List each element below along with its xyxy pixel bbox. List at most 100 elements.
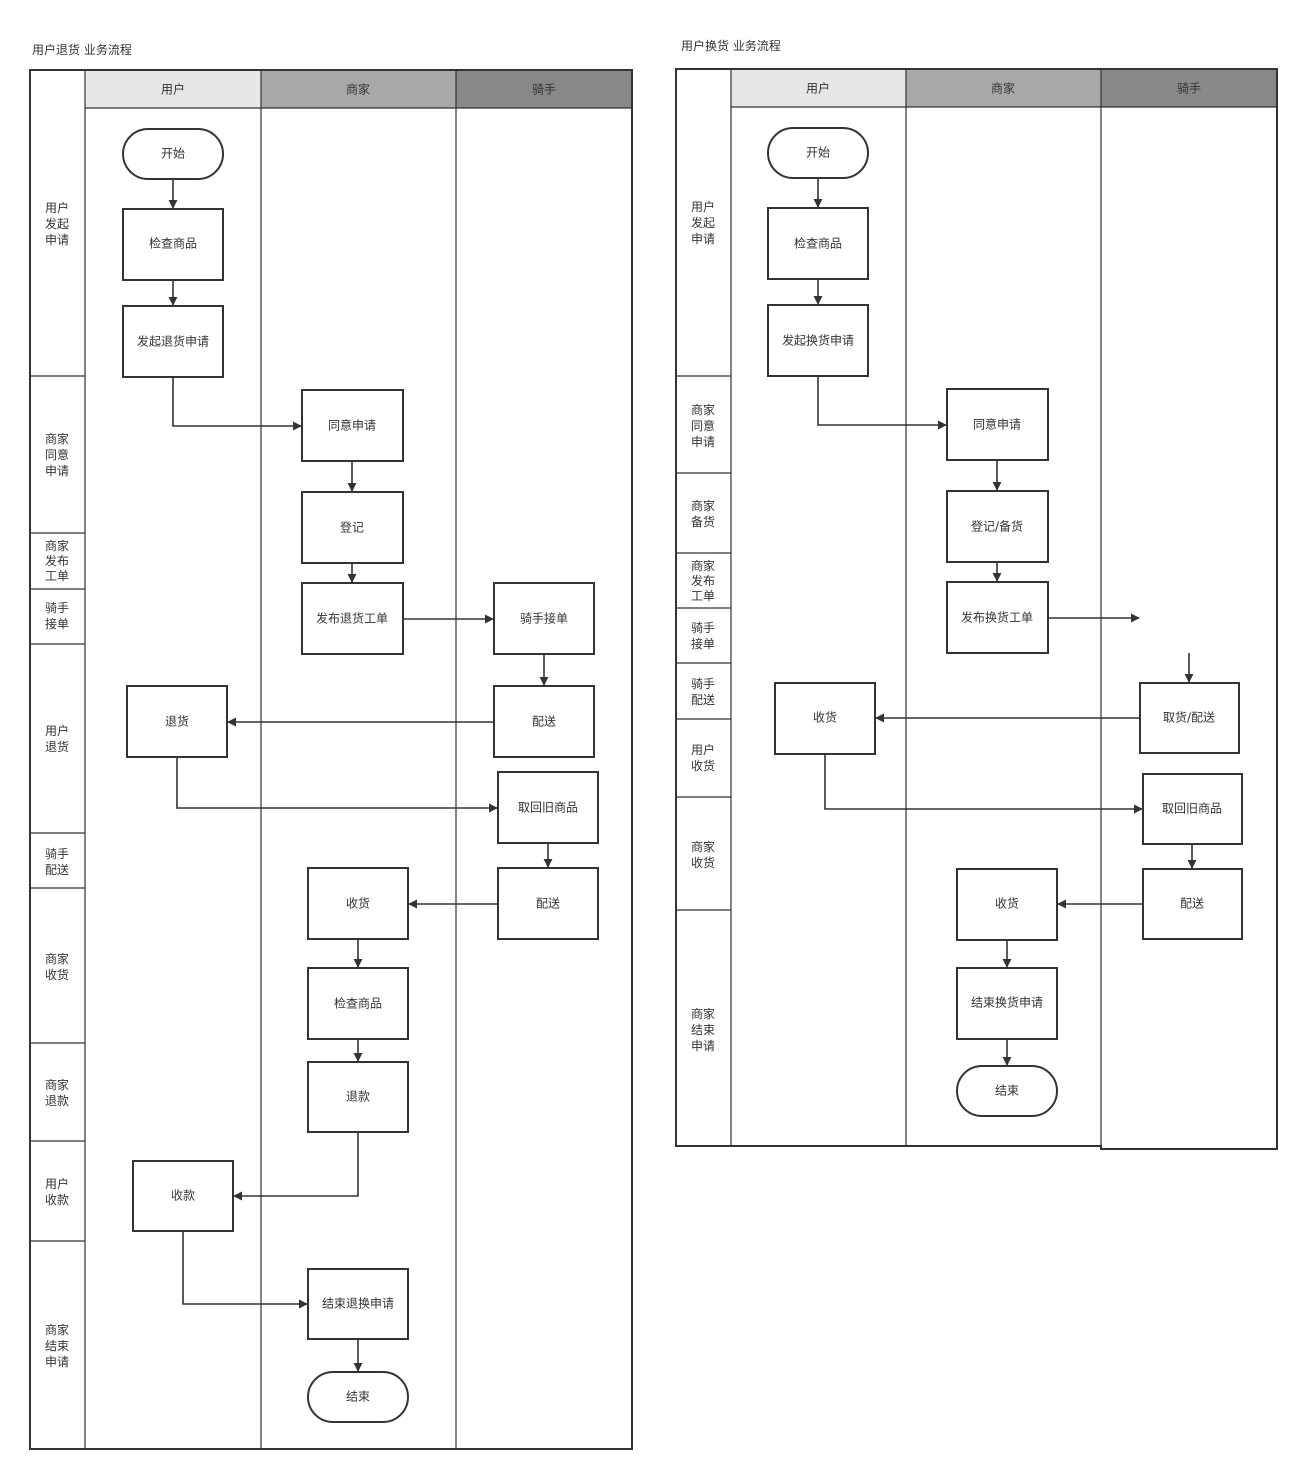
arrow-apply-agree [172,377,302,431]
check-goods-node: 检查商品 [767,207,869,280]
deliver2-label: 配送 [536,896,560,911]
return-flow-diagram: 用户退货 业务流程 用户 商家 骑手 用户发起申请 商家同意申请 商家发布工单 … [29,42,633,1450]
merchant-receive-label: 收货 [995,896,1019,911]
end-node: 结束 [307,1371,409,1423]
header-merchant: 商家 [991,81,1015,96]
phase-label: 用户收货 [691,742,715,773]
arrow-apply-agree [817,376,947,430]
finish-node: 结束换货申请 [956,967,1058,1040]
header-rider-bg [1101,69,1277,107]
rider-accept-node: 骑手接单 [493,582,595,655]
header-user-bg [85,70,261,108]
agree-label: 同意申请 [973,417,1021,432]
phase-label: 骑手接单 [691,621,715,651]
phase-label: 骑手配送 [45,847,69,877]
end-node-label: 结束 [346,1390,370,1404]
rider-accept-label: 骑手接单 [520,611,568,626]
check-goods2-node: 检查商品 [307,967,409,1040]
header-merchant-bg [906,69,1101,107]
register-node: 登记 [301,491,404,564]
arrow-collect-finish [182,1231,308,1309]
header-merchant: 商家 [346,82,370,97]
finish-label: 结束退换申请 [322,1297,394,1311]
deliver2-node: 配送 [497,867,599,940]
deliver-node: 配送 [493,685,595,758]
phase-label: 商家同意申请 [45,431,69,478]
register-stock-label: 登记/备货 [971,519,1023,534]
collect-node: 收款 [132,1160,234,1232]
phase-label: 商家备货 [691,498,715,529]
phase-label: 商家发布工单 [45,538,69,583]
phase-label: 商家结束申请 [691,1006,715,1053]
deliver-label: 配送 [532,714,556,729]
start-node-label: 开始 [806,146,830,160]
register-stock-node: 登记/备货 [946,490,1049,563]
publish-label: 发布换货工单 [961,610,1033,625]
exchange-connectors [813,178,1197,1066]
apply-exchange-node: 发起换货申请 [767,304,869,377]
apply-return-node: 发起退货申请 [122,305,224,378]
receive-label: 收货 [346,896,370,911]
phase-label: 用户退货 [45,723,69,754]
phase-label: 商家收货 [45,951,69,982]
phase-label: 商家收货 [691,839,715,870]
publish-node: 发布退货工单 [301,582,404,655]
check-goods-label: 检查商品 [794,236,842,251]
return-flow-title: 用户退货 业务流程 [32,42,132,57]
publish-node: 发布换货工单 [946,581,1049,654]
user-receive-node: 收货 [774,682,876,755]
phase-label: 商家发布工单 [691,558,715,603]
check-goods2-label: 检查商品 [334,996,382,1011]
phase-label: 用户发起申请 [691,199,715,246]
header-user-bg [731,69,906,107]
end-node: 结束 [956,1065,1058,1117]
start-node: 开始 [122,128,224,180]
retrieve-node: 取回旧商品 [497,771,599,844]
phase-label: 商家同意申请 [691,402,715,449]
header-rider-bg [456,70,632,108]
refund-label: 退款 [346,1090,370,1104]
finish-node: 结束退换申请 [307,1268,409,1340]
arrow-return-retrieve [176,757,498,813]
return-goods-node: 退货 [126,685,228,758]
return-frame [29,69,633,1450]
start-node: 开始 [767,127,869,179]
apply-return-label: 发起退货申请 [137,334,209,349]
header-rider: 骑手 [532,83,556,97]
collect-label: 收款 [171,1189,195,1203]
agree-label: 同意申请 [328,418,376,433]
finish-label: 结束换货申请 [971,995,1043,1010]
phase-label: 用户收款 [45,1176,69,1207]
pickup-deliver-label: 取货/配送 [1163,710,1215,725]
agree-node: 同意申请 [946,388,1049,461]
refund-node: 退款 [307,1061,409,1133]
publish-label: 发布退货工单 [316,611,388,626]
arrow-receive-retrieve [824,754,1143,814]
agree-node: 同意申请 [301,389,404,462]
arrow-refund-collect [233,1132,359,1201]
apply-exchange-label: 发起换货申请 [782,333,854,348]
phase-label: 骑手配送 [691,677,715,707]
receive-node: 收货 [307,867,409,940]
user-receive-label: 收货 [813,710,837,725]
retrieve-label: 取回旧商品 [518,800,578,815]
return-goods-label: 退货 [165,714,189,729]
end-node-label: 结束 [995,1084,1019,1098]
deliver-label: 配送 [1180,896,1204,911]
register-label: 登记 [340,520,364,535]
retrieve-label: 取回旧商品 [1162,801,1222,816]
deliver-node: 配送 [1142,868,1243,940]
header-merchant-bg [261,70,456,108]
start-node-label: 开始 [161,147,185,161]
merchant-receive-node: 收货 [956,868,1058,941]
header-rider: 骑手 [1177,82,1201,96]
phase-label: 商家结束申请 [45,1322,69,1369]
exchange-flow-diagram: 用户换货 业务流程 用户 商家 骑手 用户发起申请 商家同意申请 商家备货 商家… [675,38,1278,1150]
phase-label: 用户发起申请 [45,200,69,247]
header-user: 用户 [161,82,185,97]
header-user: 用户 [806,81,830,96]
retrieve-node: 取回旧商品 [1142,773,1243,845]
return-connectors [168,179,553,1372]
phase-label: 骑手接单 [45,601,69,631]
